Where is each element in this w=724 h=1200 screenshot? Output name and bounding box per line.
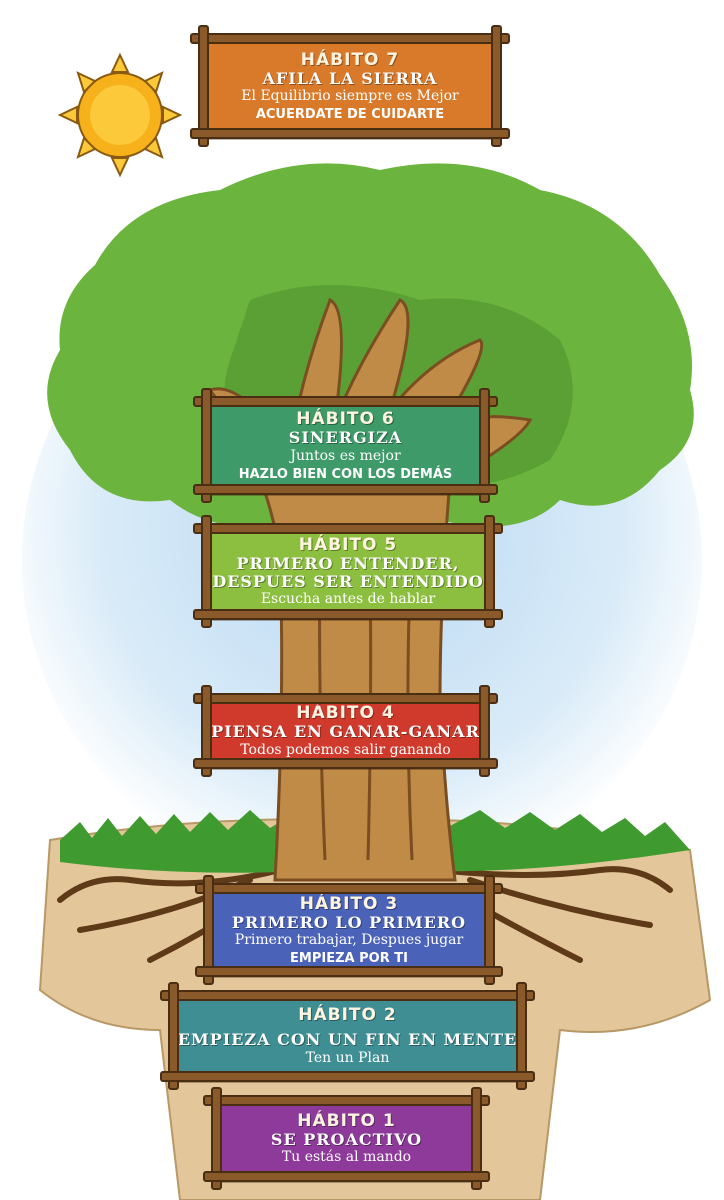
frame-rail	[484, 515, 495, 628]
frame-rail	[201, 515, 212, 628]
sign-habit-7: HÁBITO 7 AFILA LA SIERRA El Equilibrio s…	[190, 25, 510, 147]
habit-number: HÁBITO 1	[297, 1110, 396, 1131]
habit-action: EMPIEZA POR TI	[290, 951, 408, 967]
habit-title: SE PROACTIVO	[270, 1129, 423, 1149]
habit-title-line-2: DESPUES SER ENTENDIDO	[212, 572, 484, 592]
habit-title: SINERGIZA	[288, 428, 403, 448]
frame-rail	[211, 1087, 222, 1190]
habit-title: PIENSA EN GANAR-GANAR	[211, 722, 480, 742]
frame-rail	[201, 685, 212, 777]
habit-number: HÁBITO 7	[300, 49, 400, 70]
frame-rail	[516, 982, 527, 1090]
sign-habit-3: HÁBITO 3 PRIMERO LO PRIMERO Primero trab…	[195, 875, 503, 985]
habit-number: HÁBITO 2	[298, 1005, 397, 1026]
habit-action: HAZLO BIEN CON LOS DEMÁS	[238, 466, 453, 482]
frame-rail	[168, 982, 179, 1090]
frame-rail	[471, 1087, 482, 1190]
habit-tagline: Juntos es mejor	[290, 447, 401, 464]
habit-tagline: Ten un Plan	[305, 1049, 390, 1066]
habit-number: HÁBITO 6	[296, 409, 395, 430]
habit-tagline: El Equilibrio siempre es Mejor	[241, 88, 459, 105]
sun-icon	[57, 52, 183, 178]
sign-habit-1: HÁBITO 1 SE PROACTIVO Tu estás al mando	[203, 1087, 490, 1190]
habit-tagline: Tu estás al mando	[281, 1149, 412, 1166]
habit-tagline: Primero trabajar, Despues jugar	[234, 932, 464, 949]
sign-habit-4: HÁBITO 4 PIENSA EN GANAR-GANAR Todos pod…	[193, 685, 498, 777]
sign-habit-5: HÁBITO 5 PRIMERO ENTENDER, DESPUES SER E…	[193, 515, 503, 628]
habit-number: HÁBITO 4	[296, 703, 395, 724]
frame-rail	[201, 388, 212, 503]
habit-number: HÁBITO 5	[298, 534, 398, 555]
frame-rail	[479, 388, 490, 503]
frame-rail	[198, 25, 209, 147]
sign-habit-2: HÁBITO 2 EMPIEZA CON UN FIN EN MENTE Ten…	[160, 982, 535, 1090]
habit-title: PRIMERO LO PRIMERO	[231, 912, 467, 932]
frame-rail	[479, 685, 490, 777]
frame-rail	[203, 875, 214, 985]
habit-action: ACUERDATE DE CUIDARTE	[255, 107, 445, 123]
sign-habit-6: HÁBITO 6 SINERGIZA Juntos es mejor HAZLO…	[193, 388, 498, 503]
frame-rail	[484, 875, 495, 985]
habit-number: HÁBITO 3	[299, 893, 399, 914]
habit-title: PRIMERO ENTENDER,	[236, 553, 460, 573]
habit-title: AFILA LA SIERRA	[262, 68, 438, 88]
habit-tagline: Todos podemos salir ganando	[240, 741, 451, 758]
habit-title: EMPIEZA CON UN FIN EN MENTE	[177, 1030, 518, 1050]
frame-rail	[491, 25, 502, 147]
habit-tagline: Escucha antes de hablar	[260, 591, 436, 608]
